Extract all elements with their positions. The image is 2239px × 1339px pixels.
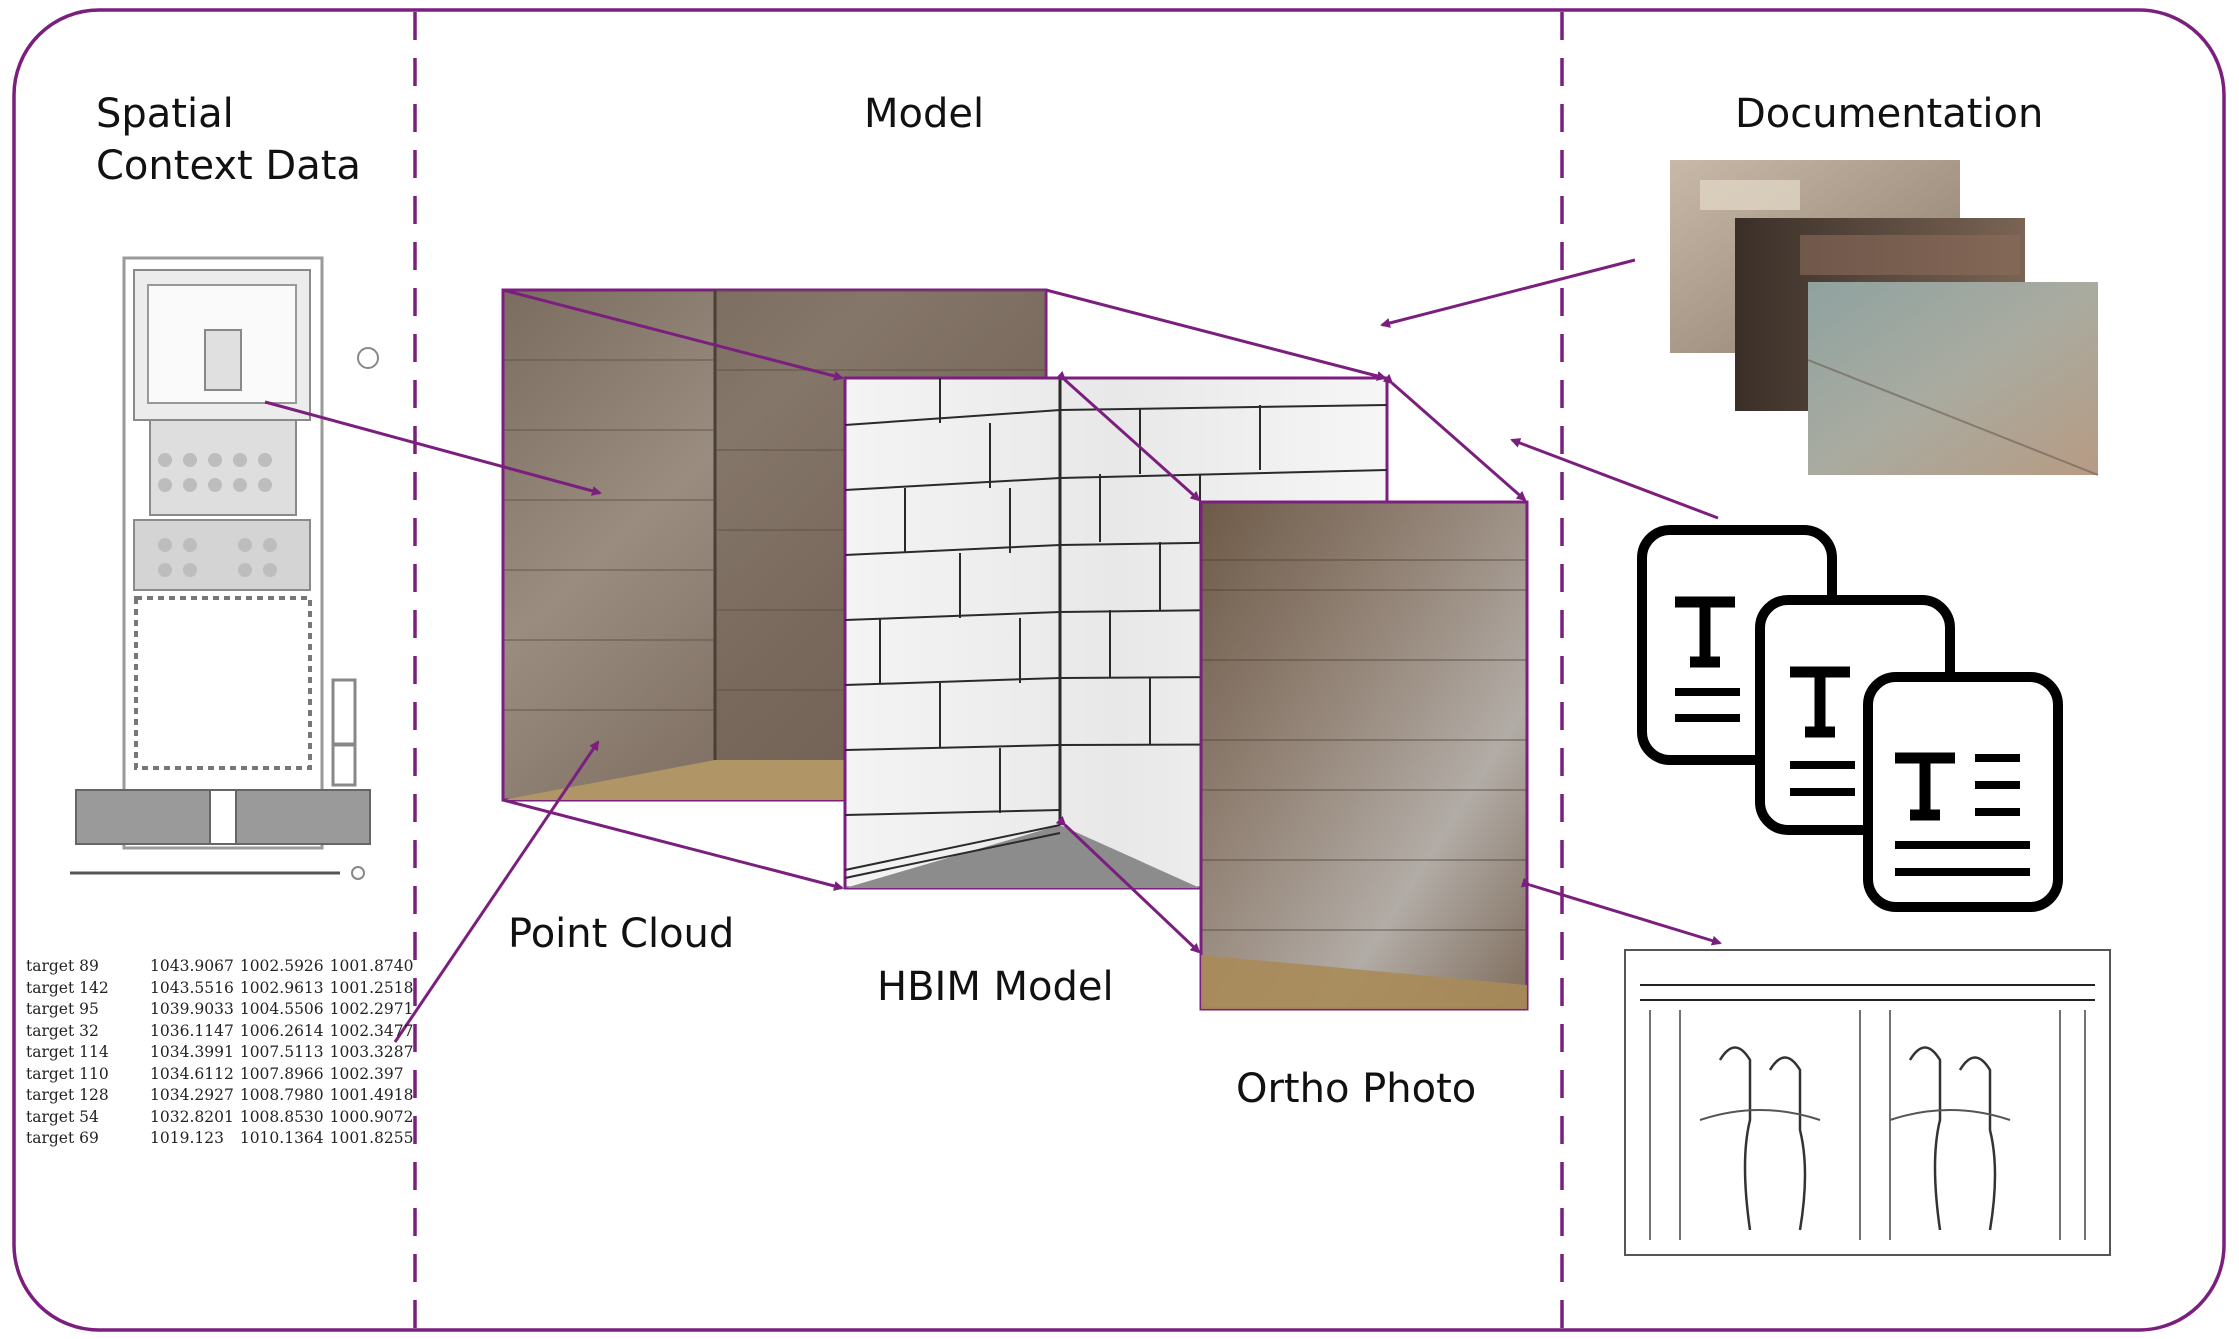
floor-plan-icon: [70, 256, 379, 880]
target-coordinate: 1034.3991: [150, 1043, 234, 1061]
table-row: target 89 1043.9067 1002.5926 1001.8740: [26, 956, 419, 978]
target-coordinate: 1008.7980: [239, 1086, 324, 1104]
arrow-docs-to-ortho: [1510, 438, 1719, 520]
target-coordinate: 1001.2518: [329, 978, 414, 997]
target-name: target 114: [26, 1043, 109, 1061]
section-title-documentation: Documentation: [1735, 91, 2044, 137]
target-coordinate: 1007.5113: [239, 1043, 324, 1061]
ortho-photo-image: [1199, 500, 1529, 1011]
table-row: target 114 1034.3991 1007.5113 1003.3287: [26, 1042, 419, 1064]
target-name: target 110: [26, 1064, 109, 1083]
text-document-icon: [1637, 525, 2063, 912]
target-coordinate: 1039.9033: [150, 1000, 234, 1018]
arrow-ortho-drawing: [1520, 877, 1722, 946]
target-coordinate: 1010.1364: [239, 1129, 324, 1147]
target-coordinate: 1003.3287: [329, 1043, 414, 1061]
target-coordinate: 1043.9067: [150, 957, 234, 975]
target-coordinate: 1019.123: [150, 1129, 224, 1147]
arrow-cloud-to-model-top: [502, 288, 844, 381]
arrow-model-ortho-right: [1382, 373, 1527, 502]
target-name: target 142: [26, 978, 109, 997]
target-coordinate: 1043.5516: [150, 978, 234, 997]
arrow-photos-to-model: [1380, 258, 1636, 328]
target-name: target 69: [26, 1129, 99, 1147]
target-name: target 95: [26, 1000, 99, 1018]
table-row: target 142 1043.5516 1002.9613 1001.2518: [26, 978, 419, 1000]
target-coordinate: 1032.8201: [150, 1107, 234, 1126]
table-row: target 110 1034.6112 1007.8966 1002.397: [26, 1064, 419, 1086]
target-name: target 32: [26, 1021, 99, 1040]
photo-stack-image: [1670, 160, 2099, 476]
outer-frame: [12, 8, 2226, 1332]
line-drawing-image: [1624, 949, 2111, 1256]
target-coordinate: 1006.2614: [239, 1021, 324, 1040]
arrow-cloud-to-ortho-top: [1045, 288, 1387, 381]
target-coordinate: 1004.5506: [239, 1000, 324, 1018]
section-title-model: Model: [864, 91, 985, 137]
label-point-cloud: Point Cloud: [508, 911, 735, 957]
target-coordinate: 1001.8740: [329, 957, 414, 975]
label-hbim-model: HBIM Model: [877, 964, 1114, 1010]
target-coordinate: 1001.4918: [329, 1086, 414, 1104]
target-coordinate: 1002.2971: [329, 1000, 414, 1018]
target-coordinate: 1001.8255: [329, 1129, 414, 1147]
target-coordinate: 1002.9613: [239, 978, 324, 997]
target-coordinate: 1002.3477: [329, 1021, 414, 1040]
target-name: target 54: [26, 1107, 99, 1126]
table-row: target 95 1039.9033 1004.5506 1002.2971: [26, 999, 419, 1021]
connection-arrows: [264, 258, 1722, 1043]
arrow-model-ortho-top: [1055, 370, 1201, 502]
arrow-model-ortho-bottom: [1055, 815, 1201, 954]
target-coordinate: 1000.9072: [329, 1107, 414, 1126]
target-coordinate: 1007.8966: [239, 1064, 324, 1083]
target-name: target 89: [26, 957, 99, 975]
table-row: target 69 1019.123 1010.1364 1001.8255: [26, 1128, 419, 1150]
arrow-targets-to-cloud: [393, 740, 600, 1043]
arrow-cloud-to-model-bottom: [502, 798, 844, 891]
table-row: target 128 1034.2927 1008.7980 1001.4918: [26, 1085, 419, 1107]
section-title-spatial-context: Spatial Context Data: [96, 91, 361, 189]
target-coordinate: 1002.5926: [239, 957, 324, 975]
table-row: target 32 1036.1147 1006.2614 1002.3477: [26, 1021, 419, 1043]
target-coordinate: 1034.6112: [150, 1064, 234, 1083]
target-coordinate: 1002.397: [329, 1064, 404, 1083]
arrow-plan-to-cloud: [264, 400, 602, 496]
label-ortho-photo: Ortho Photo: [1236, 1066, 1477, 1112]
target-coordinate: 1036.1147: [150, 1021, 234, 1040]
target-coordinate: 1008.8530: [239, 1107, 324, 1126]
table-row: target 54 1032.8201 1008.8530 1000.9072: [26, 1107, 419, 1129]
target-name: target 128: [26, 1086, 109, 1104]
target-coordinate: 1034.2927: [150, 1086, 234, 1104]
